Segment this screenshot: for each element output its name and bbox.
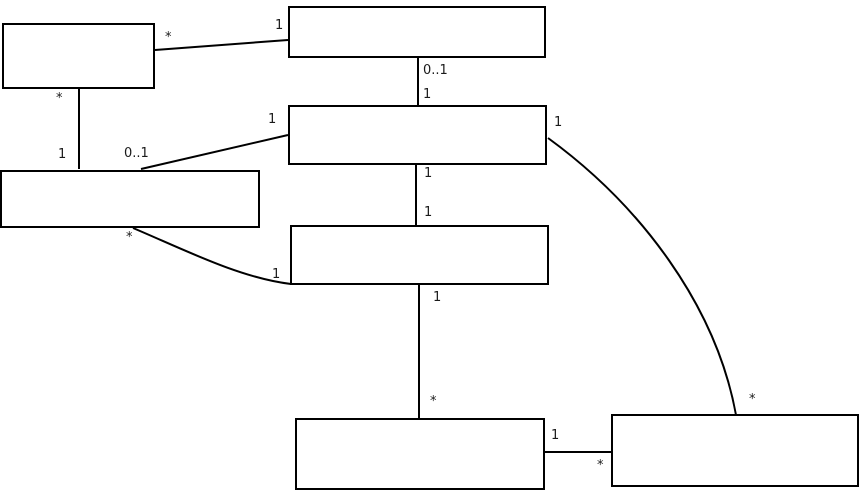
multiplicity-label-component-to-failure-mode-from: 1	[551, 428, 560, 443]
association-line-failure-mode-group-to-sub-system	[140, 134, 289, 170]
multiplicity-label-system-to-failure-mode-group-from: 0..1	[423, 63, 448, 78]
multiplicity-label-failure-mode-group-to-sub-system-from: 1	[268, 112, 277, 127]
multiplicity-label-system-to-failure-mode-group-to: 1	[423, 87, 432, 102]
multiplicity-label-failure-mode-group-to-sub-system-to: 0..1	[124, 146, 149, 161]
class-box-failure-mode[interactable]	[611, 414, 859, 487]
class-box-system[interactable]	[288, 6, 546, 58]
multiplicity-label-functional-group-to-component-to: *	[430, 394, 437, 409]
multiplicity-label-functional-group-to-component-from: 1	[433, 290, 442, 305]
class-box-sub-system[interactable]	[0, 170, 260, 228]
multiplicity-label-failure-mode-group-to-functional-group-from: 1	[424, 166, 433, 181]
multiplicity-label-failure-mode-group-to-functional-group-to: 1	[424, 205, 433, 220]
association-line-sub-system-to-functional-group	[132, 227, 292, 285]
association-line-failure-mode-group-to-failure-mode	[547, 137, 737, 416]
class-box-component[interactable]	[295, 418, 545, 490]
multiplicity-label-sub-system-to-functional-group-to: 1	[272, 267, 281, 282]
multiplicity-label-component-to-failure-mode-to: *	[597, 458, 604, 473]
class-box-derived-failure-mode[interactable]	[2, 23, 155, 89]
multiplicity-label-failure-mode-group-to-failure-mode-to: *	[749, 392, 756, 407]
class-box-failure-mode-group[interactable]	[288, 105, 547, 165]
multiplicity-label-derived-failure-mode-to-sub-system-from: *	[56, 91, 63, 106]
multiplicity-label-derived-failure-mode-to-sub-system-to: 1	[58, 147, 67, 162]
association-line-derived-failure-mode-to-system	[154, 39, 289, 51]
multiplicity-label-derived-failure-mode-to-system-from: *	[165, 30, 172, 45]
multiplicity-label-derived-failure-mode-to-system-to: 1	[275, 18, 284, 33]
multiplicity-label-failure-mode-group-to-failure-mode-from: 1	[554, 115, 563, 130]
multiplicity-label-sub-system-to-functional-group-from: *	[126, 230, 133, 245]
class-box-functional-group[interactable]	[290, 225, 549, 285]
